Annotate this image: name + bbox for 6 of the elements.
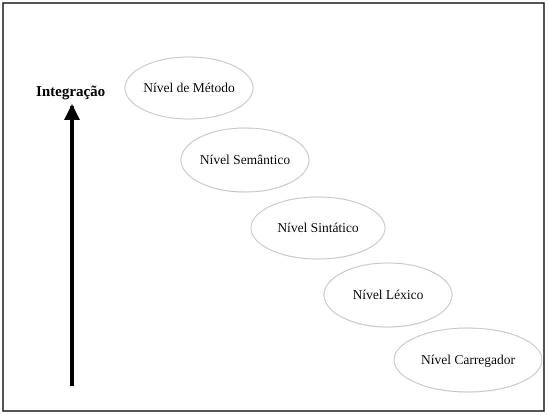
node-label: Nível Semântico (200, 152, 290, 168)
node-label: Nível Sintático (277, 220, 359, 236)
axis-label: Integração (36, 84, 106, 101)
node-label: Nível de Método (143, 80, 235, 96)
node-label: Nível Léxico (352, 287, 424, 303)
node-label: Nível Carregador (420, 352, 516, 368)
